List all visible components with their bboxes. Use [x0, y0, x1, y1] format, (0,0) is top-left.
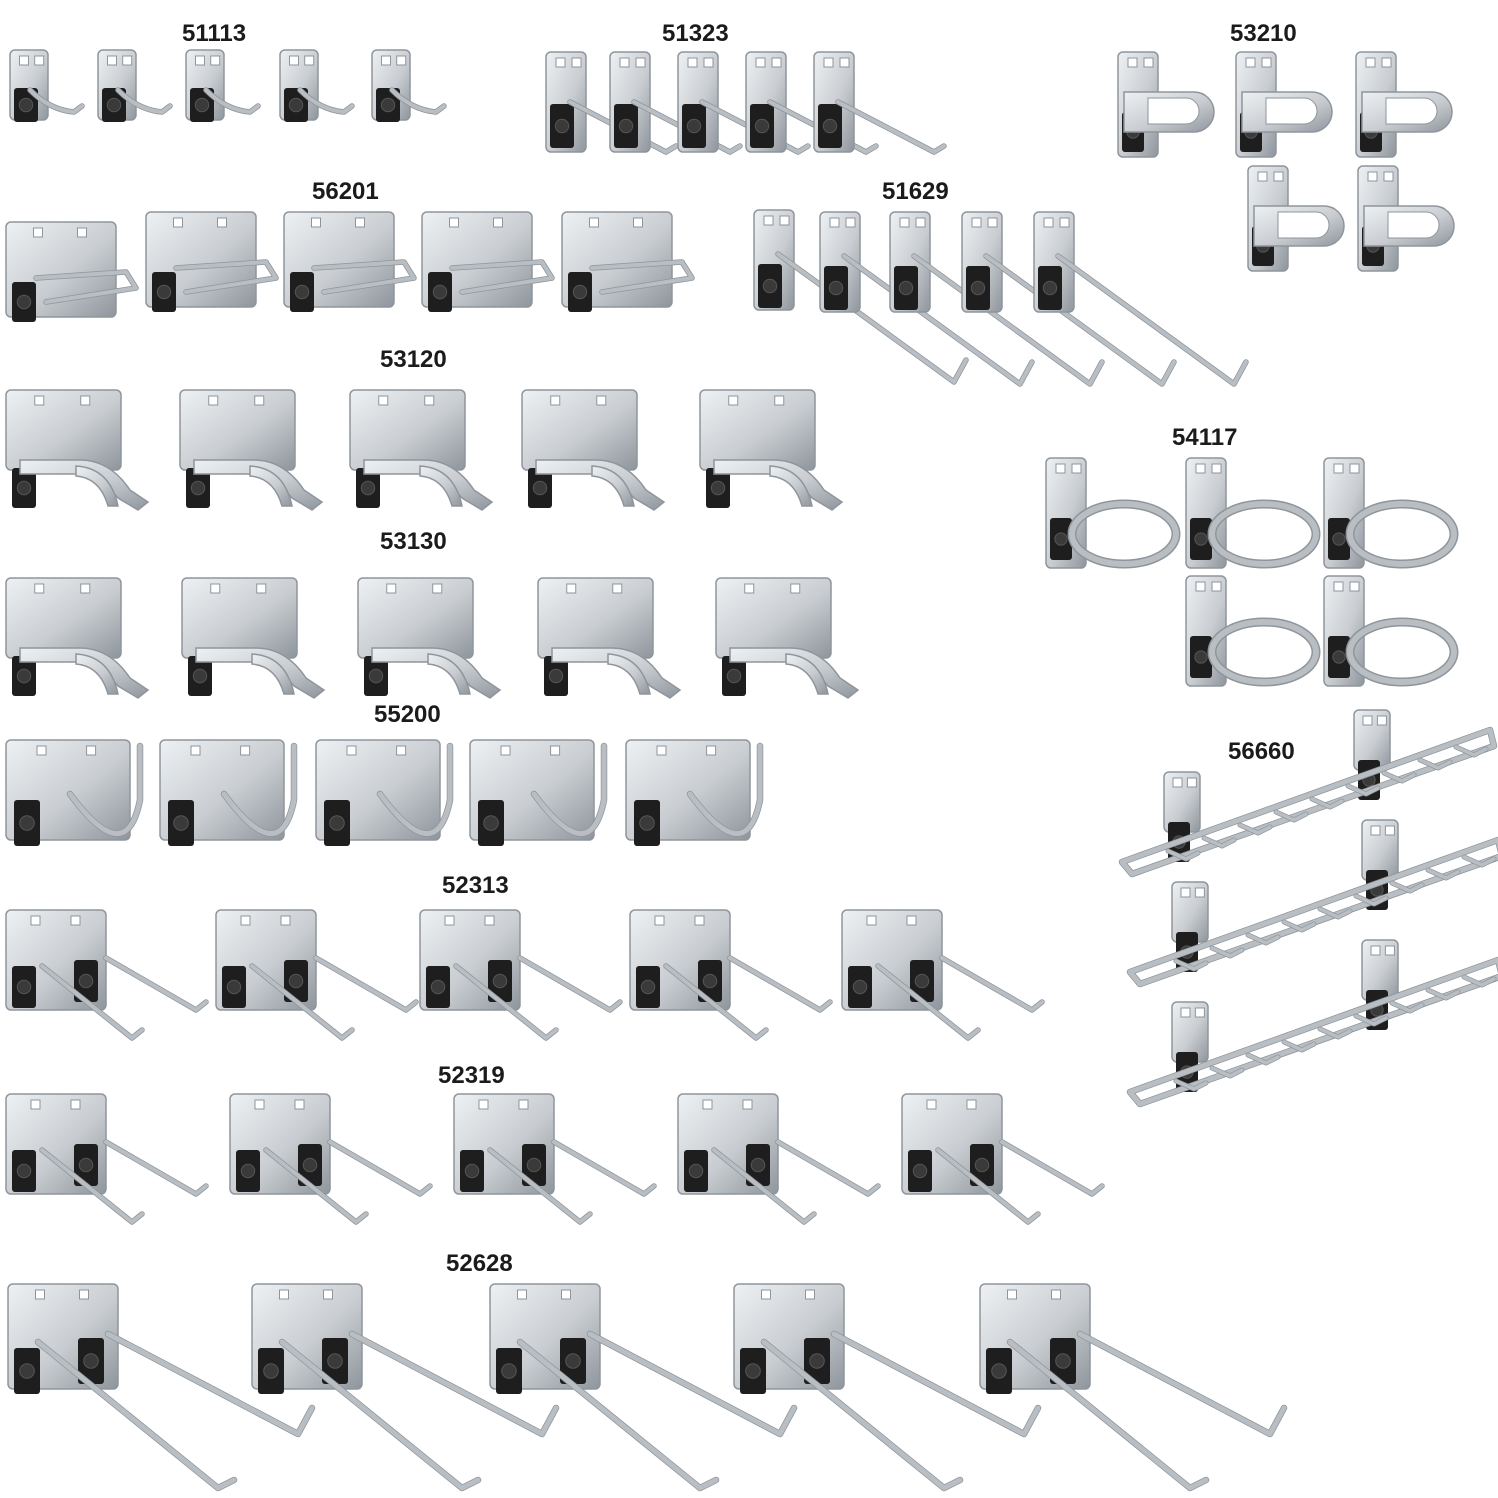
label-56201: 56201 — [312, 178, 379, 205]
spring-clip-hook-1 — [5, 577, 150, 699]
loop-hook-hook-5 — [561, 211, 695, 312]
long-hook-hook-3 — [889, 211, 1105, 387]
angled-hook-hook-1 — [545, 51, 679, 155]
angled-hook-hook-3 — [677, 51, 811, 155]
screwdriver-rack-hook-2 — [1126, 819, 1498, 988]
label-53120: 53120 — [380, 346, 447, 373]
spring-clip-hook-2 — [179, 389, 324, 511]
label-51323: 51323 — [662, 20, 729, 47]
label-56660: 56660 — [1228, 738, 1295, 765]
label-52628: 52628 — [446, 1250, 513, 1277]
double-hook-hook-2 — [215, 909, 419, 1041]
double-hook-hook-1 — [5, 909, 209, 1041]
label-53210: 53210 — [1230, 20, 1297, 47]
label-52313: 52313 — [442, 872, 509, 899]
ring-holder-hook-5 — [1323, 575, 1459, 687]
double-clip-hook-2 — [1235, 51, 1333, 158]
short-hook-hook-3 — [185, 49, 261, 122]
spring-clip-hook-4 — [521, 389, 666, 511]
long-hook-hook-5 — [1033, 211, 1249, 387]
long-hook-hook-4 — [961, 211, 1177, 387]
double-hook-hook-5 — [901, 1093, 1105, 1225]
short-hook-hook-5 — [371, 49, 447, 122]
long-double-hook-hook-1 — [7, 1283, 316, 1492]
loop-hook-hook-3 — [283, 211, 417, 312]
short-hook-hook-2 — [97, 49, 173, 122]
spring-clip-hook-4 — [537, 577, 682, 699]
spring-clip-hook-3 — [349, 389, 494, 511]
j-hook-hook-2 — [159, 739, 298, 846]
double-clip-hook-5 — [1357, 165, 1455, 272]
label-52319: 52319 — [438, 1062, 505, 1089]
spring-clip-hook-1 — [5, 389, 150, 511]
double-hook-hook-5 — [841, 909, 1045, 1041]
ring-holder-hook-2 — [1185, 457, 1321, 569]
double-hook-hook-4 — [629, 909, 833, 1041]
short-hook-hook-4 — [279, 49, 355, 122]
loop-hook-hook-1 — [5, 221, 139, 322]
long-double-hook-hook-5 — [979, 1283, 1288, 1492]
label-54117: 54117 — [1172, 424, 1238, 451]
spring-clip-hook-3 — [357, 577, 502, 699]
j-hook-hook-3 — [315, 739, 454, 846]
angled-hook-hook-5 — [813, 51, 947, 155]
angled-hook-hook-2 — [609, 51, 743, 155]
double-hook-hook-3 — [453, 1093, 657, 1225]
double-hook-hook-2 — [229, 1093, 433, 1225]
long-double-hook-hook-3 — [489, 1283, 798, 1492]
label-51113: 51113 — [182, 20, 247, 47]
j-hook-hook-1 — [5, 739, 144, 846]
double-clip-hook-1 — [1117, 51, 1215, 158]
screwdriver-rack-hook-3 — [1126, 939, 1498, 1108]
loop-hook-hook-4 — [421, 211, 555, 312]
angled-hook-hook-4 — [745, 51, 879, 155]
double-hook-hook-1 — [5, 1093, 209, 1225]
long-double-hook-hook-4 — [733, 1283, 1042, 1492]
label-51629: 51629 — [882, 178, 949, 205]
ring-holder-hook-4 — [1185, 575, 1321, 687]
short-hook-hook-1 — [9, 49, 85, 122]
double-clip-hook-3 — [1355, 51, 1453, 158]
label-55200: 55200 — [374, 701, 441, 728]
spring-clip-hook-2 — [181, 577, 326, 699]
ring-holder-hook-1 — [1045, 457, 1181, 569]
label-53130: 53130 — [380, 528, 447, 555]
ring-holder-hook-3 — [1323, 457, 1459, 569]
long-double-hook-hook-2 — [251, 1283, 560, 1492]
spring-clip-hook-5 — [699, 389, 844, 511]
j-hook-hook-5 — [625, 739, 764, 846]
spring-clip-hook-5 — [715, 577, 860, 699]
double-hook-hook-3 — [419, 909, 623, 1041]
j-hook-hook-4 — [469, 739, 608, 846]
double-hook-hook-4 — [677, 1093, 881, 1225]
screwdriver-rack-hook-1 — [1118, 709, 1498, 878]
loop-hook-hook-2 — [145, 211, 279, 312]
double-clip-hook-4 — [1247, 165, 1345, 272]
